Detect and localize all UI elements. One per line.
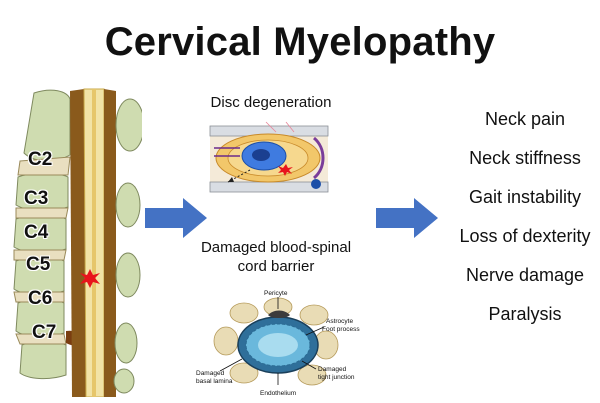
symptom-item: Loss of dexterity <box>459 226 591 246</box>
symptom-item: Gait instability <box>468 187 582 207</box>
disc-degeneration-label: Disc degeneration <box>210 94 332 111</box>
vertebra-label-c4: C4 <box>24 222 49 243</box>
blood-spinal-cord-barrier-figure: Pericyte Astrocyte Foot process Damaged … <box>194 285 364 397</box>
vertebra-label-c2: C2 <box>28 149 53 170</box>
vertebra-label-c3: C3 <box>24 188 49 209</box>
vertebra-label-c7: C7 <box>32 322 57 343</box>
basal-lamina-label-line2: basal lamina <box>196 378 233 385</box>
right-arrow-icon <box>376 198 438 238</box>
symptom-item: Neck stiffness <box>469 148 581 168</box>
symptom-item: Nerve damage <box>465 265 585 285</box>
disc-degeneration-figure <box>206 120 332 196</box>
symptom-item: Paralysis <box>488 304 562 324</box>
symptom-item: Neck pain <box>484 109 566 129</box>
endothelium-label: Endothelium <box>260 390 296 397</box>
right-arrow-icon <box>145 198 207 238</box>
bbb-label-line1: Damaged blood-spinal <box>200 239 352 256</box>
bbb-label-line2: cord barrier <box>237 258 315 275</box>
astrocyte-label-line2: Foot process <box>322 326 360 333</box>
diagram-title: Cervical Myelopathy <box>104 20 496 64</box>
pericyte-label: Pericyte <box>264 290 288 297</box>
astrocyte-label-line1: Astrocyte <box>326 318 353 325</box>
cervical-spine-illustration: C2 C3 C4 C5 C6 C7 <box>12 85 145 398</box>
lesion-marker <box>80 269 100 288</box>
vertebra-label-c6: C6 <box>28 288 53 309</box>
symptom-list: Neck pain Neck stiffness Gait instabilit… <box>450 104 600 338</box>
bbb-label: Damaged blood-spinal cord barrier <box>196 238 356 276</box>
vertebra-label-c5: C5 <box>26 254 51 275</box>
tight-junction-label-line1: Damaged <box>318 366 347 373</box>
basal-lamina-label-line1: Damaged <box>196 370 225 377</box>
tight-junction-label-line2: tight junction <box>318 374 355 381</box>
